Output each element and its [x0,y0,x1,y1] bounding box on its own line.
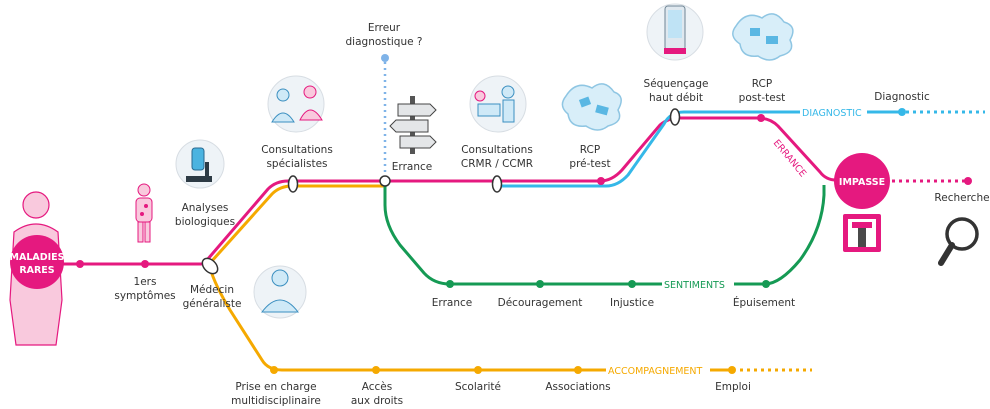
sentiments-line [383,182,826,286]
station-dot [474,366,482,374]
label-seq-2: haut débit [649,92,703,104]
station-dot [574,366,582,374]
station-dot [728,366,736,374]
interchange-seq [669,108,681,126]
station-dot [76,260,84,268]
station-dot [757,114,765,122]
label-prise-2: multidisciplinaire [231,395,321,407]
label-rcp-post-1: RCP [752,78,772,90]
impasse-badge [834,153,890,209]
label-epuisement: Épuisement [733,296,795,309]
label-consult-2: spécialistes [266,158,327,170]
label-symptomes-2: symptômes [114,290,175,302]
puzzle-icon [561,83,622,131]
label-rcp-pre-1: RCP [580,144,600,156]
label-acces-2: aux droits [351,395,403,407]
impasse-text: IMPASSE [839,177,885,188]
label-analyses-1: Analyses [182,202,229,214]
label-acces-1: Accès [362,381,392,393]
station-dot [597,177,605,185]
label-decouragement: Découragement [498,297,583,309]
label-erreur-2: diagnostique ? [346,36,423,48]
label-prise-1: Prise en charge [235,381,316,393]
label-ccmr-1: Consultations [461,144,533,156]
label-consult-1: Consultations [261,144,333,156]
badge-line2: RARES [19,265,54,276]
accompagnement-line-label: ACCOMPAGNEMENT [608,366,703,377]
label-ccmr-2: CRMR / CCMR [461,158,533,170]
hospital-icon [469,75,527,133]
doctor-icon [253,265,307,319]
magnifier-icon [938,217,979,266]
station-dot [446,280,454,288]
label-analyses-2: biologiques [175,216,235,228]
dead-end-sign-icon [843,214,881,252]
label-erreur-1: Erreur [368,22,401,34]
station-dot [762,280,770,288]
sentiments-line-label: SENTIMENTS [664,280,725,291]
label-medecin-2: généraliste [183,298,242,310]
label-rcp-post-2: post-test [739,92,786,104]
symptom-figure-icon [135,183,153,243]
interchange-erreur [379,175,391,187]
interchange-consult [287,175,299,193]
label-errance-green: Errance [432,297,472,309]
station-dot [372,366,380,374]
label-errance-sign: Errance [392,161,432,173]
label-diagnostic: Diagnostic [874,91,930,103]
sequencer-icon [646,3,704,61]
label-symptomes-1: 1ers [134,276,157,288]
label-recherche: Recherche [934,192,989,204]
station-dot [270,366,278,374]
label-rcp-pre-2: pré-test [569,158,610,170]
label-scolarite: Scolarité [455,381,501,393]
interchange-ccmr [491,175,503,193]
label-seq-1: Séquençage [644,78,709,90]
station-dot [628,280,636,288]
station-dot [964,177,972,185]
station-dot [898,108,906,116]
errance-line-label: ERRANCE [771,138,808,180]
label-medecin-1: Médecin [190,284,234,296]
microscope-icon [175,139,225,189]
station-dot [141,260,149,268]
interchange-medecin [201,257,219,275]
puzzle-post-icon [732,13,794,61]
station-dot [536,280,544,288]
label-injustice: Injustice [610,297,654,309]
badge-line1: MALADIES [10,252,65,263]
consultation-icon [267,75,325,133]
station-dot [381,54,389,62]
label-emploi: Emploi [715,381,751,393]
maladies-rares-badge [10,235,64,289]
diagnostic-line-label: DIAGNOSTIC [802,108,862,119]
label-associations: Associations [545,381,610,393]
pink-upper-branch [205,116,837,261]
signpost-icon [389,96,437,154]
